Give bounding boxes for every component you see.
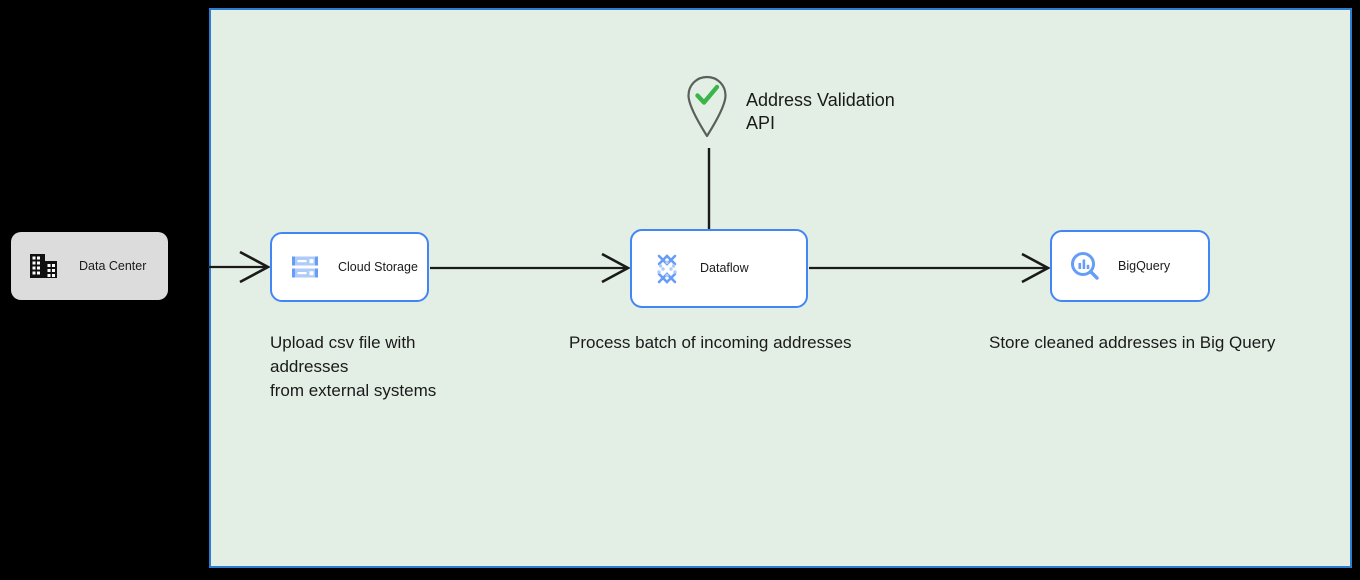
node-dataflow-label: Dataflow (700, 261, 749, 275)
node-dataflow[interactable]: Dataflow (630, 229, 808, 308)
node-data-center-label: Data Center (79, 258, 147, 273)
node-bigquery-label: BigQuery (1118, 258, 1171, 273)
dataflow-icon (650, 252, 684, 286)
data-center-icon (27, 249, 61, 283)
caption-cloud-storage: Upload csv file with addresses from exte… (270, 333, 437, 400)
node-cloud-storage[interactable]: Cloud Storage (270, 232, 429, 302)
node-bigquery[interactable]: BigQuery (1050, 230, 1210, 302)
node-address-validation-api[interactable]: Address Validation API (684, 74, 895, 146)
node-data-center[interactable]: Data Center (11, 232, 168, 300)
bigquery-icon (1068, 249, 1102, 283)
map-pin-check-icon (684, 74, 730, 146)
caption-dataflow: Process batch of incoming addresses (569, 333, 852, 352)
node-address-validation-api-label: Address Validation API (746, 90, 895, 133)
cloud-storage-icon (288, 250, 322, 284)
caption-bigquery: Store cleaned addresses in Big Query (989, 333, 1276, 352)
node-cloud-storage-label: Cloud Storage (338, 259, 418, 274)
